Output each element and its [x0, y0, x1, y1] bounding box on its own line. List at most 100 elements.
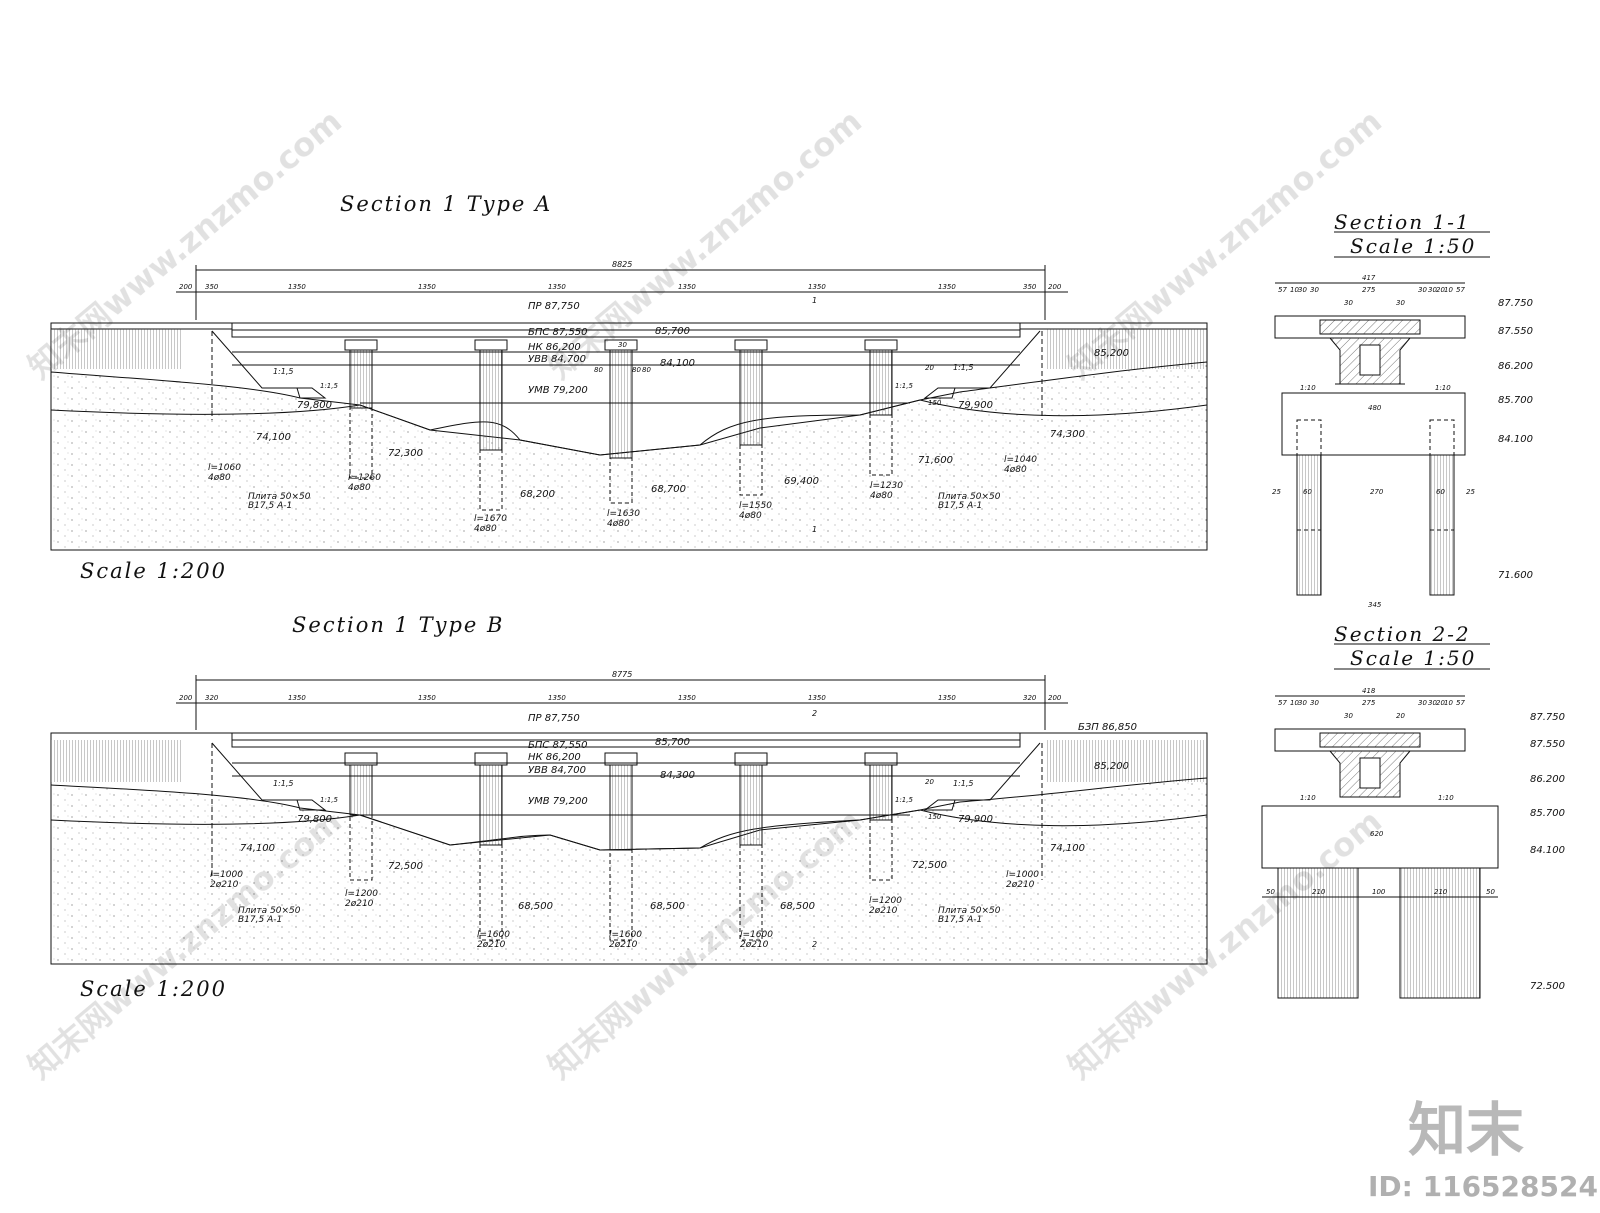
sec22-dims: 418 57 10 30 30 275 30 30 20 10 57 30 20… [1266, 687, 1495, 896]
view-a-scale: Scale 1:200 [80, 559, 227, 583]
sec11-scale: Scale 1:50 [1350, 234, 1476, 258]
svg-text:25: 25 [1272, 488, 1281, 496]
svg-text:1:1,5: 1:1,5 [320, 382, 338, 390]
svg-text:87.750: 87.750 [1498, 298, 1533, 309]
cross-section-2-2: Section 2-2 Scale 1:50 418 57 10 30 30 2… [1261, 622, 1565, 999]
svg-text:2ø210: 2ø210 [345, 899, 374, 909]
svg-text:10: 10 [1290, 699, 1299, 707]
svg-text:УМВ 79,200: УМВ 79,200 [528, 796, 588, 807]
svg-text:2ø210: 2ø210 [477, 940, 506, 950]
svg-text:150: 150 [928, 813, 942, 821]
svg-text:1350: 1350 [808, 694, 826, 702]
view-a-dims: 200 350 1350 1350 1350 1350 1350 1350 35… [179, 283, 1062, 291]
view-b-dims: 200 320 1350 1350 1350 1350 1350 1350 32… [179, 694, 1062, 702]
svg-text:150: 150 [928, 399, 942, 407]
svg-text:345: 345 [1368, 601, 1382, 609]
svg-text:30: 30 [1418, 699, 1427, 707]
sec11-pile-left [1296, 454, 1322, 596]
svg-text:270: 270 [1370, 488, 1384, 496]
svg-text:В17,5 А-1: В17,5 А-1 [938, 501, 982, 511]
svg-text:480: 480 [1368, 404, 1382, 412]
svg-text:80: 80 [594, 366, 603, 374]
view-a-abutment-right [923, 330, 1041, 399]
svg-text:79,900: 79,900 [958, 814, 993, 825]
svg-text:4ø80: 4ø80 [348, 483, 371, 493]
svg-text:1350: 1350 [548, 283, 566, 291]
svg-text:l=1040: l=1040 [1004, 455, 1037, 465]
svg-text:320: 320 [205, 694, 219, 702]
svg-text:210: 210 [1312, 888, 1326, 896]
sec11-pile-right [1429, 454, 1455, 596]
svg-text:1:10: 1:10 [1438, 794, 1454, 802]
svg-text:1:1,5: 1:1,5 [953, 363, 974, 372]
view-b-abutment-right [923, 742, 1041, 811]
svg-text:80: 80 [642, 366, 651, 374]
svg-text:74,300: 74,300 [1050, 429, 1085, 440]
svg-text:57: 57 [1278, 699, 1287, 707]
svg-text:84.100: 84.100 [1498, 434, 1533, 445]
svg-text:74,100: 74,100 [1050, 843, 1085, 854]
svg-text:4ø80: 4ø80 [208, 473, 231, 483]
sec22-pile-left [1277, 867, 1359, 999]
svg-text:200: 200 [179, 694, 193, 702]
svg-text:57: 57 [1278, 286, 1287, 294]
svg-text:25: 25 [1466, 488, 1475, 496]
svg-text:В17,5 А-1: В17,5 А-1 [938, 915, 982, 925]
svg-text:69,400: 69,400 [784, 476, 819, 487]
svg-text:86.200: 86.200 [1498, 361, 1533, 372]
sec11-levels: 87.750 87.550 86.200 85.700 84.100 71.60… [1498, 298, 1533, 581]
view-b-marks: БЗП 86,850 85,700 84,300 85,200 79,800 7… [240, 709, 1137, 949]
svg-text:1:10: 1:10 [1435, 384, 1451, 392]
svg-text:l=1200: l=1200 [869, 896, 902, 906]
svg-text:68,500: 68,500 [518, 901, 553, 912]
svg-text:2ø210: 2ø210 [210, 880, 239, 890]
view-a-overall-dim: 8825 [612, 260, 632, 269]
svg-text:l=1230: l=1230 [870, 481, 903, 491]
svg-text:1:1,5: 1:1,5 [895, 796, 913, 804]
elevation-type-a: Section 1 Type A Scale 1:200 8825 [50, 192, 1208, 583]
svg-text:10: 10 [1444, 286, 1453, 294]
view-b-title: Section 1 Type B [292, 613, 504, 637]
svg-text:2ø210: 2ø210 [1006, 880, 1035, 890]
svg-text:72,500: 72,500 [912, 860, 947, 871]
svg-text:30: 30 [1310, 286, 1319, 294]
svg-text:l=1060: l=1060 [208, 463, 241, 473]
svg-text:85.700: 85.700 [1498, 395, 1533, 406]
svg-text:1: 1 [812, 296, 817, 305]
svg-text:85,700: 85,700 [655, 737, 690, 748]
svg-text:350: 350 [1023, 283, 1037, 291]
svg-text:В17,5 А-1: В17,5 А-1 [248, 501, 292, 511]
sec11-title: Section 1-1 [1334, 210, 1471, 234]
svg-text:30: 30 [1310, 699, 1319, 707]
svg-text:10: 10 [1444, 699, 1453, 707]
svg-text:УВВ 84,700: УВВ 84,700 [528, 354, 586, 365]
svg-text:l=1550: l=1550 [739, 501, 772, 511]
svg-text:80: 80 [632, 366, 641, 374]
svg-text:30: 30 [1344, 712, 1353, 720]
svg-text:30: 30 [1418, 286, 1427, 294]
svg-text:2: 2 [812, 709, 817, 718]
svg-text:72,300: 72,300 [388, 448, 423, 459]
svg-text:1:1,5: 1:1,5 [895, 382, 913, 390]
svg-text:85,700: 85,700 [655, 326, 690, 337]
svg-text:知末网www.znzmo.com: 知末网www.znzmo.com [541, 102, 869, 386]
svg-text:l=1630: l=1630 [607, 509, 640, 519]
svg-text:В17,5 А-1: В17,5 А-1 [238, 915, 282, 925]
svg-text:30: 30 [1396, 299, 1405, 307]
svg-text:4ø80: 4ø80 [607, 519, 630, 529]
svg-text:84,300: 84,300 [660, 770, 695, 781]
view-a-title: Section 1 Type A [340, 192, 552, 216]
svg-text:72.500: 72.500 [1530, 981, 1565, 992]
svg-text:50: 50 [1486, 888, 1495, 896]
svg-text:Плита 50×50: Плита 50×50 [238, 906, 301, 916]
svg-text:30: 30 [1428, 699, 1437, 707]
svg-text:2: 2 [812, 940, 817, 949]
svg-text:1350: 1350 [938, 694, 956, 702]
svg-text:79,900: 79,900 [958, 400, 993, 411]
view-a-levels: ПР 87,750 БПС 87,550 НК 86,200 УВВ 84,70… [528, 301, 588, 396]
svg-text:2ø210: 2ø210 [740, 940, 769, 950]
sec22-title: Section 2-2 [1334, 622, 1471, 646]
svg-text:72,500: 72,500 [388, 861, 423, 872]
